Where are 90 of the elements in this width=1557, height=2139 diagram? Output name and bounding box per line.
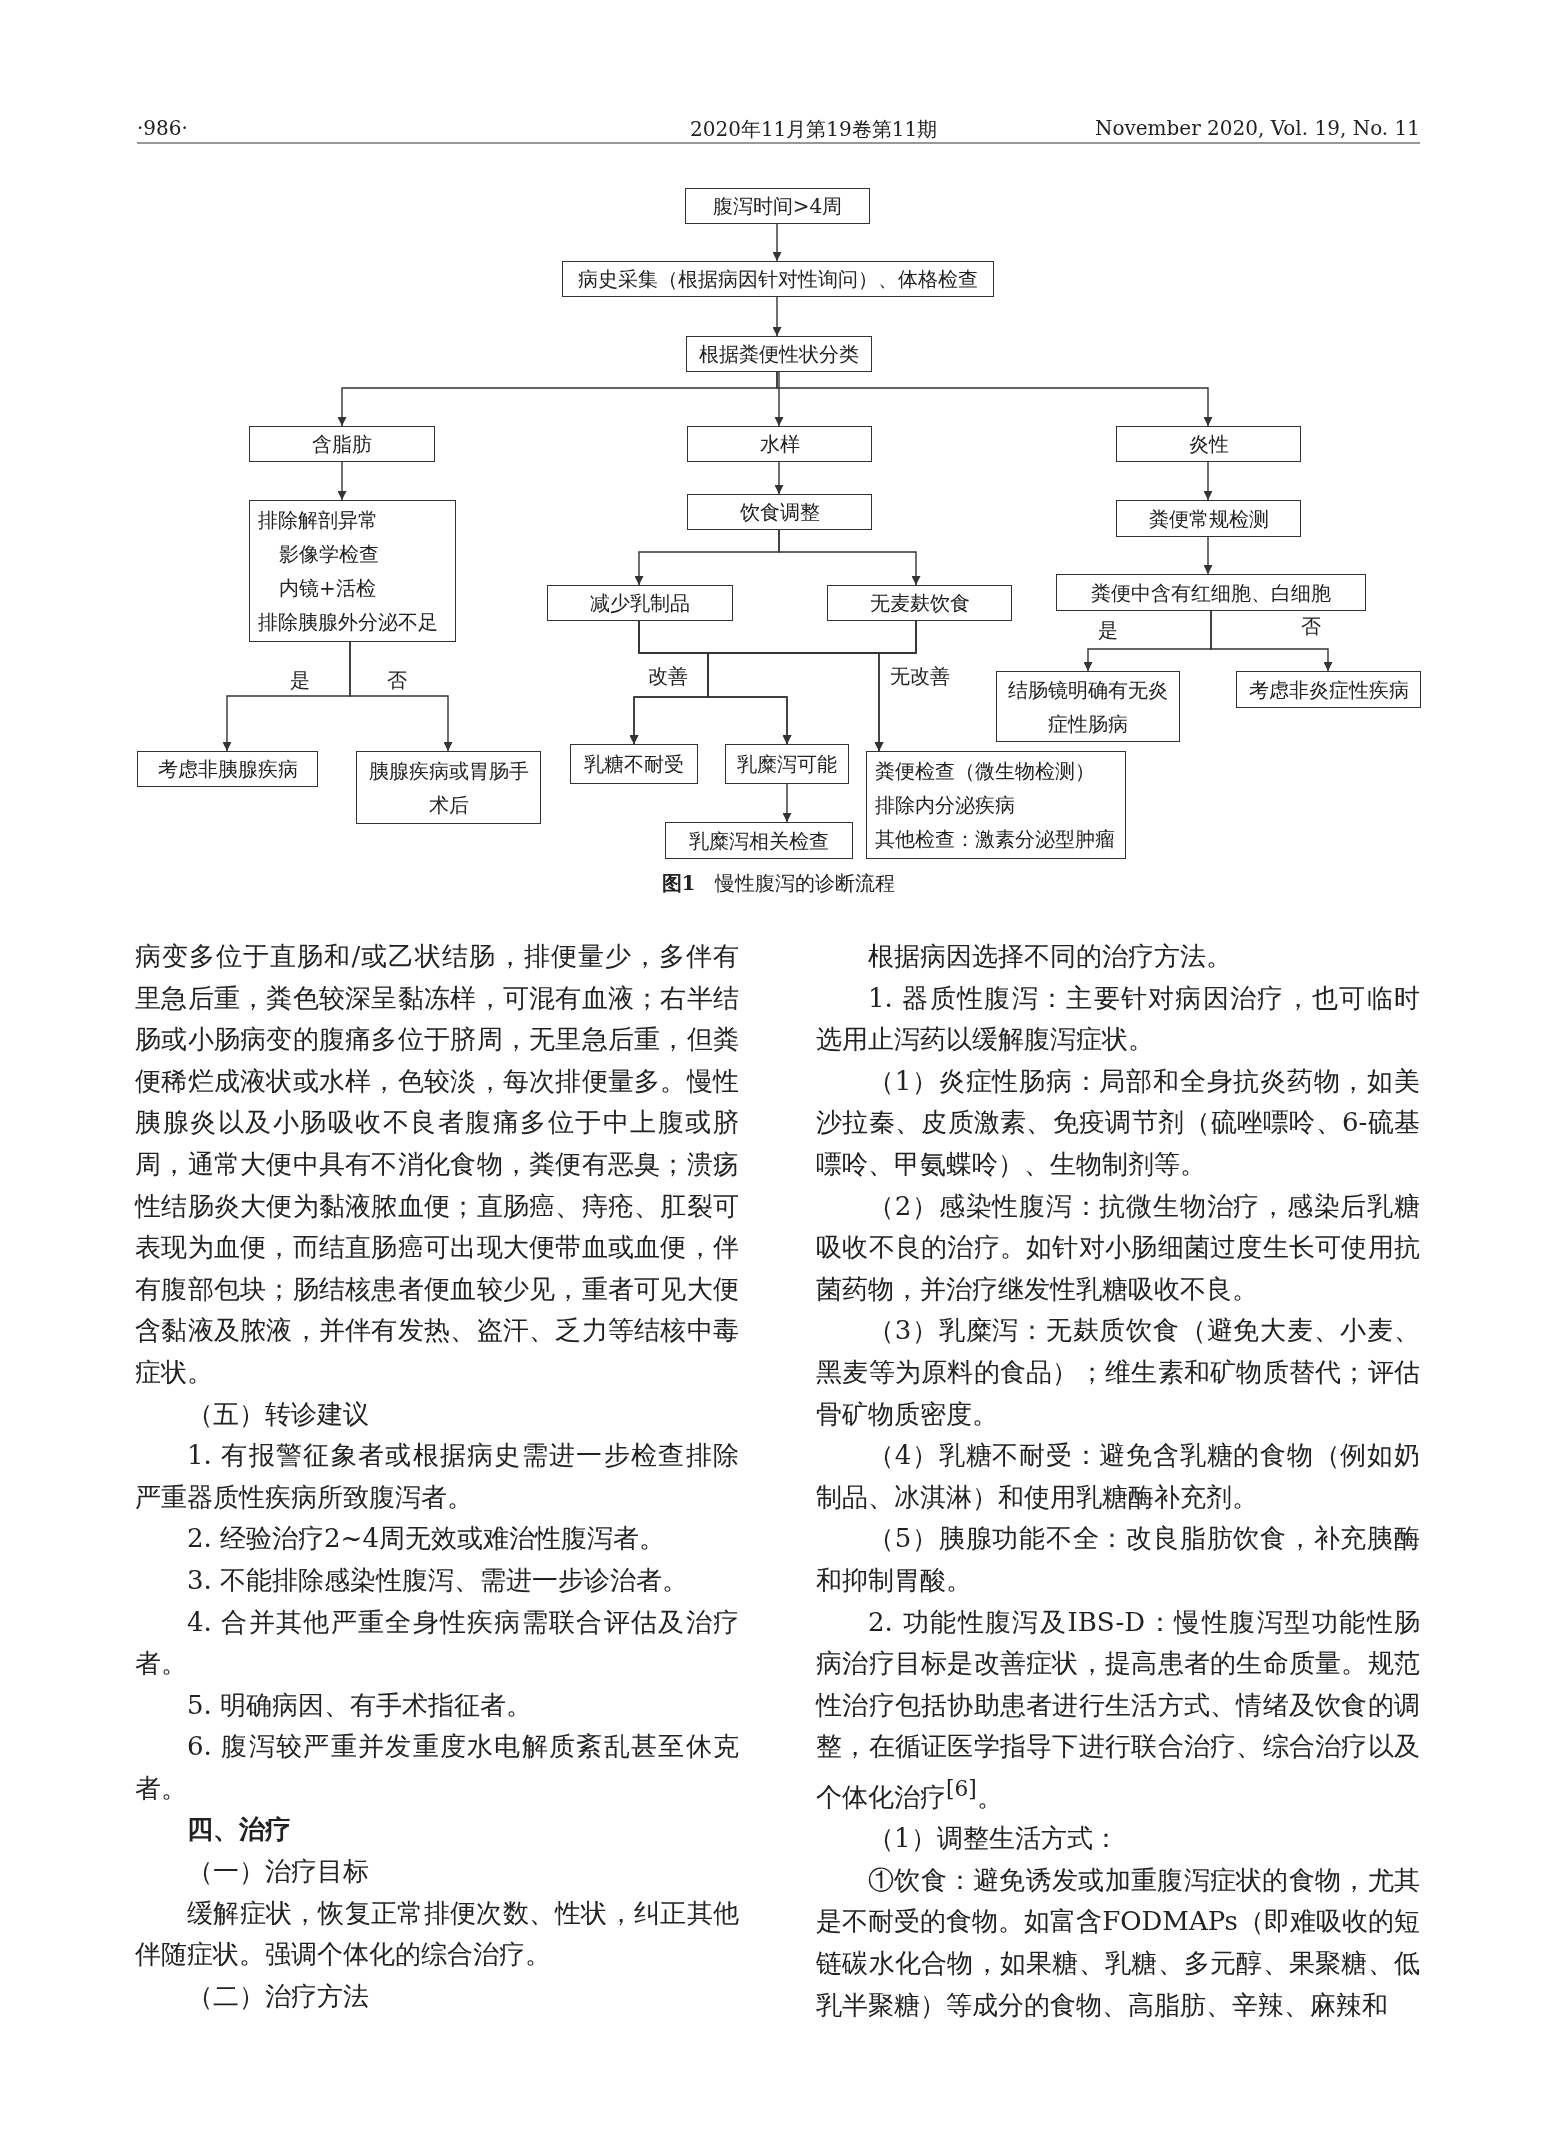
paragraph: （3）乳糜泻：无麸质饮食（避免大麦、小麦、黑麦等为原料的食品）；维生素和矿物质替代；评估骨矿物质密度。 [816,1314,1420,1431]
box-label: 考虑非炎症性疾病 [1248,676,1409,704]
paragraph: （1）炎症性肠病：局部和全身抗炎药物，如美沙拉秦、皮质激素、免疫调节剂（硫唑嘌呤、6-硫基嘌呤、甲氨蝶呤）、生物制剂等。 [816,1064,1420,1181]
process-box [249,426,435,462]
paragraph: （二）治疗方法 [186,1979,370,2013]
box-label: 粪便检查（微生物检测） [875,758,1095,785]
figure-caption: 图1 慢性腹泻的诊断流程 [661,870,896,897]
paragraph: ①饮食：避免诱发或加重腹泻症状的食物，尤其是不耐受的食物。如富含FODMAPs（即难吸收的短链碳水化合物，如果糖、乳糖、多元醇、果聚糖、低乳半聚糖）等成分的食物、高脂肪、辛辣、麻辣和 [816,1863,1420,2022]
section-heading: （一）治疗目标 [186,1855,370,1889]
process-box [996,671,1180,742]
process-box [1116,426,1301,462]
paragraph: 5. 明确病因、有手术指征者。 [186,1688,534,1722]
process-box [562,261,994,297]
process-box [866,751,1126,859]
paragraph: 4. 合并其他严重全身性疾病需联合评估及治疗者。 [135,1605,739,1681]
edge-label: 否 [1299,614,1323,638]
paragraph: 3. 不能排除感染性腹泻、需进一步诊治者。 [186,1563,690,1597]
process-box [249,500,456,642]
process-box [665,822,853,859]
box-label: 粪便常规检测 [1148,505,1269,533]
paragraph: 病变多位于直肠和/或乙状结肠，排便量少，多伴有里急后重，粪色较深呈黏冻样，可混有血液；右半结肠或小肠病变的腹痛多位于脐周，无里急后重，但粪便稀烂成液状或水样，色较淡，每次排便量多。慢性胰腺炎以及小肠吸收不良者腹痛多位于中上腹或脐周，通常大便中具有不消化食物，粪便有恶臭；溃疡性结肠炎大便为黏液脓血便；直肠癌、痔疮、肛裂可表现为血便，而结直肠癌可出现大便带血或血便，伴有腹部包块；肠结核患者便血较少见，重者可见大便含黏液及脓液，并伴有发热、盗汗、乏力等结核中毒症状。 [135,940,739,1389]
issue-info: November 2020, Vol. 19, No. 11 [1094,116,1420,140]
process-box [685,188,870,224]
box-label: 粪便中含有红细胞、白细胞 [1091,579,1331,607]
box-label: 减少乳制品 [590,590,690,617]
arrow [1203,536,1213,575]
arrow [772,223,782,262]
arrow [774,371,784,427]
process-box [1116,500,1301,537]
section-heading: 四、治疗 [186,1813,292,1847]
box-label: 乳糜泻相关检查 [689,827,829,855]
paragraph: （2）感染性腹泻：抗微生物治疗，感染后乳糖吸收不良的治疗。如针对小肠细菌过度生长可使用抗菌药物，并治疗继发性乳糖吸收不良。 [816,1189,1420,1306]
arrow [772,296,782,337]
arrow [774,461,784,495]
process-box [356,751,541,824]
box-label: 腹泻时间>4周 [712,193,843,220]
process-box [137,751,318,787]
box-label: 考虑非胰腺疾病 [157,756,298,783]
paragraph: 6. 腹泻较严重并发重度水电解质紊乱甚至休克者。 [135,1730,739,1805]
process-box [686,336,872,372]
process-box [827,585,1012,621]
process-box [1236,671,1421,708]
box-label: 影像学检查 [278,541,379,568]
process-box [687,426,872,462]
edge-label: 改善 [646,664,690,688]
arrow [337,461,347,501]
box-label: 结肠镜明确有无炎症性肠病 [1007,676,1169,738]
arrow [874,620,917,752]
box-label: 乳糖不耐受 [584,751,684,778]
box-label: 炎性 [1188,431,1229,458]
process-box [570,744,698,784]
arrow [349,641,453,752]
box-label: 排除内分泌疾病 [875,792,1015,819]
edge-label: 否 [385,668,409,692]
paragraph: 1. 器质性腹泻：主要针对病因治疗，也可临时选用止泻药以缓解腹泻症状。 [816,981,1420,1057]
edge-label: 是 [288,668,312,692]
box-label: 含脂肪 [312,431,372,458]
arrow [1210,610,1333,672]
section-heading: （五）转诊建议 [186,1397,370,1431]
section-heading: 缓解症状，恢复正常排便次数、性状，纠正其他伴随症状。强调个体化的综合治疗。 [135,1896,739,1972]
process-box [547,585,733,621]
issue-info: 2020年11月第19卷第11期 [690,116,938,143]
arrow [778,529,921,586]
paragraph: （4）乳糖不耐受：避免含乳糖的食物（例如奶制品、冰淇淋）和使用乳糖酶补充剂。 [816,1439,1420,1514]
paragraph: 根据病因选择不同的治疗方法。 [867,940,1233,973]
box-label: 内镜+活检 [278,575,376,602]
paragraph: （1）调整生活方式： [867,1822,1120,1856]
paragraph: （5）胰腺功能不全：改良脂肪饮食，补充胰酶和抑制胃酸。 [816,1522,1420,1597]
arrow [1203,461,1213,501]
edge-label: 是 [1096,618,1120,642]
box-label: 胰腺疾病或胃肠手术后 [367,757,530,819]
arrow [782,783,792,823]
box-label: 其他检查：激素分泌型肿瘤 [875,826,1115,853]
paragraph: 2. 经验治疗2~4周无效或难治性腹泻者。 [186,1522,666,1556]
arrow [776,371,1213,427]
box-label: 无麦麸饮食 [869,590,970,617]
process-box [725,744,849,784]
box-label: 饮食调整 [739,499,820,526]
box-label: 排除解剖异常 [258,507,378,534]
process-box [687,494,872,530]
process-box [1056,574,1366,611]
paragraph: 2. 功能性腹泻及IBS-D：慢性腹泻型功能性肠病治疗目标是改善症状，提高患者的生命质量。规范性治疗包括协助患者进行生活方式、情绪及饮食的调整，在循证医学指导下进行联合治疗、综合治疗以及个体化治疗$^{[6]}$。 [816,1605,1420,1814]
box-label: 排除胰腺外分泌不足 [258,609,438,636]
edge-label: 无改善 [888,664,952,688]
box-label: 乳糜泻可能 [737,751,837,778]
page-number: ·986· [137,116,188,140]
box-label: 根据粪便性状分类 [699,341,859,368]
box-label: 水样 [759,431,800,458]
box-label: 病史采集（根据病因针对性询问）、体格检查 [578,266,978,293]
paragraph: 1. 有报警征象者或根据病史需进一步检查排除严重器质性疾病所致腹泻者。 [135,1439,739,1514]
